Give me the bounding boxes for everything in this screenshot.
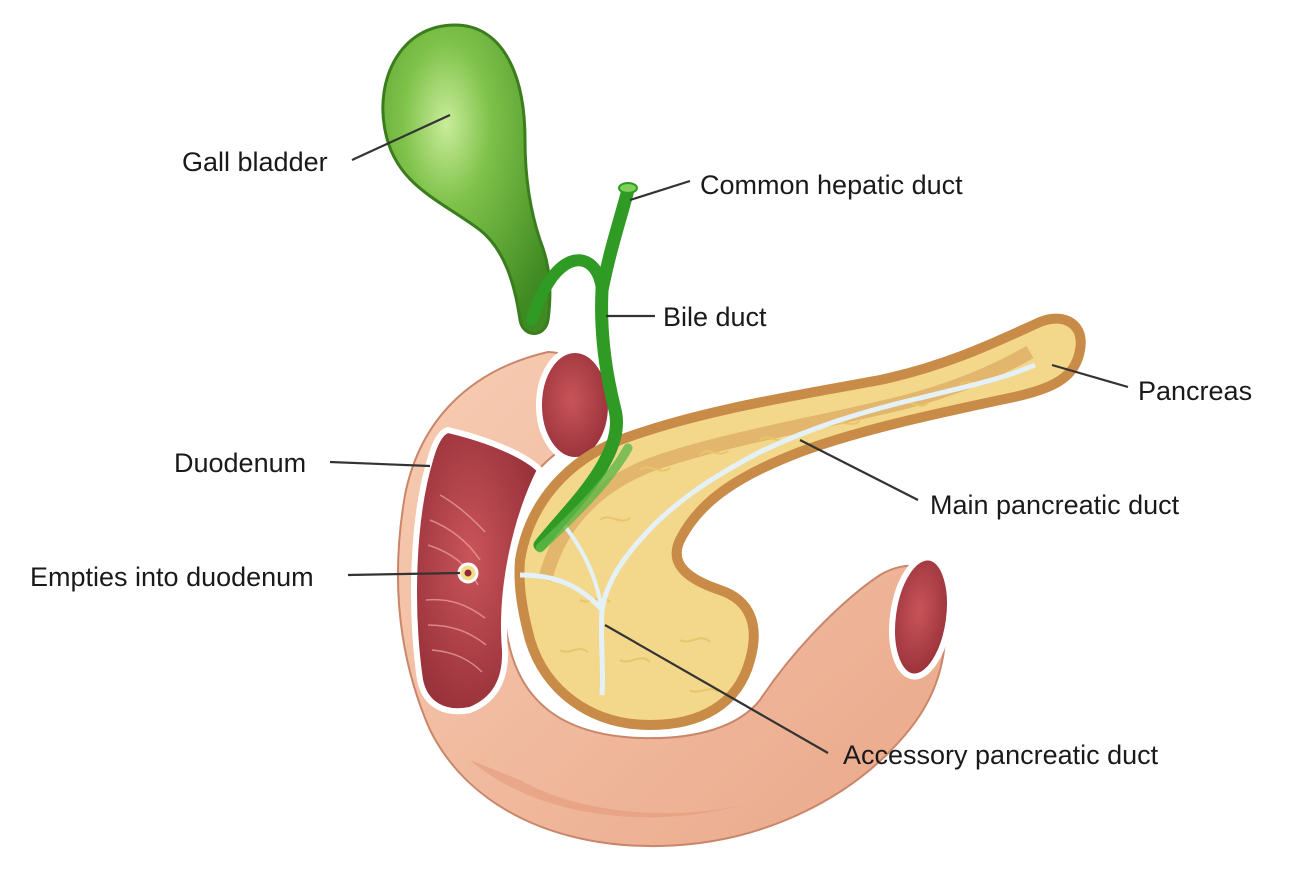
label-pancreas: Pancreas bbox=[1138, 376, 1252, 406]
duodenum-right-opening bbox=[889, 554, 953, 680]
pancreas-body bbox=[514, 313, 1086, 731]
duct-to-ampulla bbox=[519, 572, 604, 612]
label-gall-bladder: Gall bladder bbox=[182, 147, 328, 177]
duodenum-fold bbox=[470, 760, 760, 818]
leader-duodenum bbox=[329, 460, 431, 468]
leader-accessory-pancreatic-duct bbox=[604, 624, 829, 754]
duodenum bbox=[396, 347, 953, 848]
cystic-duct bbox=[526, 254, 608, 326]
label-main-pancreatic-duct: Main pancreatic duct bbox=[930, 490, 1180, 520]
leader-pancreas bbox=[1051, 363, 1129, 389]
label-duodenum: Duodenum bbox=[174, 448, 306, 478]
duodenum-folds-lines bbox=[425, 494, 487, 673]
leader-empties-into-duodenum bbox=[347, 571, 461, 577]
main-pancreatic-duct bbox=[599, 362, 1036, 611]
label-bile-duct: Bile duct bbox=[663, 302, 767, 332]
leader-common-hepatic-duct bbox=[629, 179, 691, 202]
bile-duct-in-pancreas bbox=[535, 443, 633, 553]
gall-bladder bbox=[381, 23, 552, 335]
leader-main-pancreatic-duct bbox=[799, 439, 919, 501]
label-common-hepatic-duct: Common hepatic duct bbox=[700, 170, 963, 200]
common-hepatic-duct bbox=[595, 183, 635, 297]
leader-lines bbox=[329, 114, 1129, 754]
label-accessory-pancreatic-duct: Accessory pancreatic duct bbox=[843, 740, 1159, 770]
common-hepatic-duct-opening bbox=[618, 182, 638, 194]
label-empties-into-duodenum: Empties into duodenum bbox=[30, 562, 314, 592]
ampulla-center bbox=[464, 569, 472, 577]
leader-gall-bladder bbox=[351, 114, 451, 161]
labels: Gall bladder Common hepatic duct Bile du… bbox=[30, 147, 1252, 770]
biliary-tree bbox=[381, 23, 638, 553]
bile-duct bbox=[533, 283, 623, 552]
accessory-pancreatic-duct bbox=[598, 609, 606, 696]
